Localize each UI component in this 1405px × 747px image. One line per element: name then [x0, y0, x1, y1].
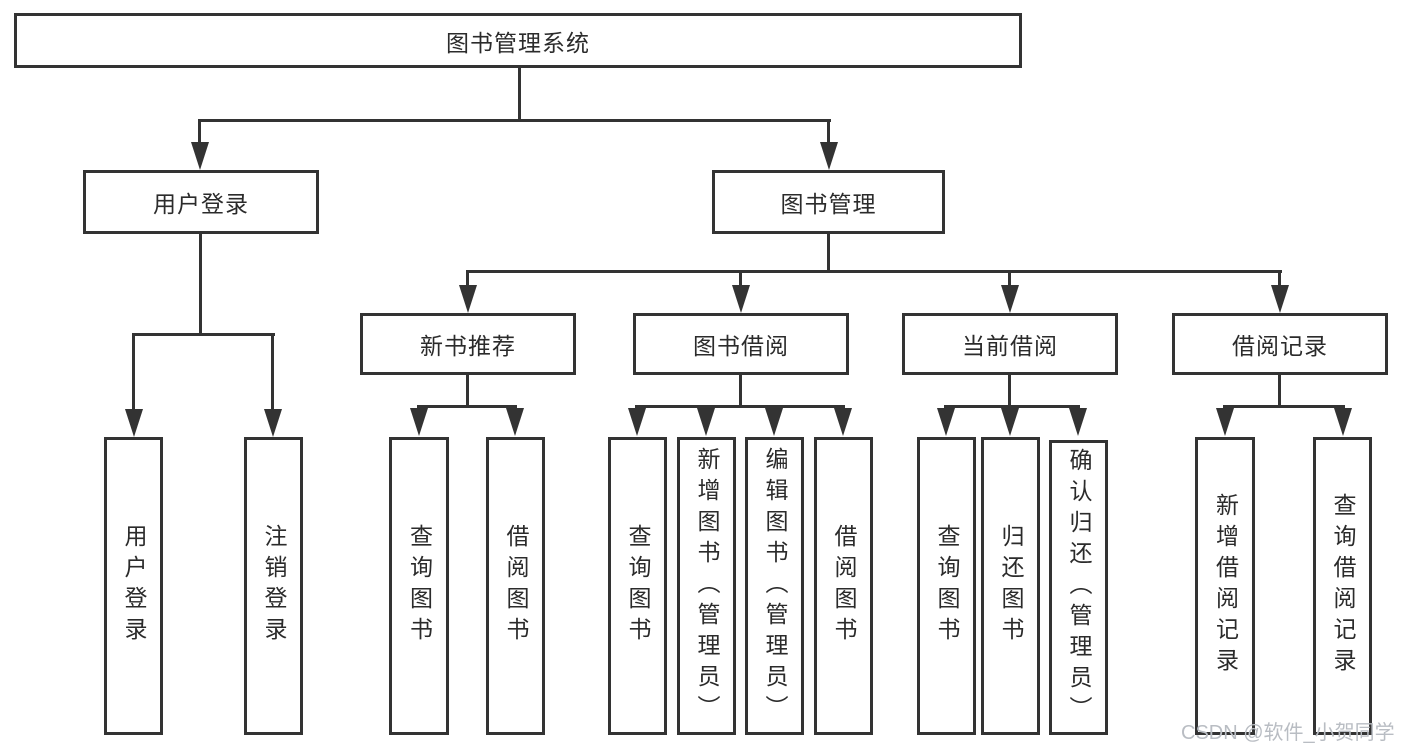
arrow-into-leaf-logout — [264, 409, 282, 437]
arrow-into-leaf-add-borrow-record — [1216, 408, 1234, 436]
connector-root-stub — [518, 68, 521, 121]
arrow-into-borrowing-records — [1271, 285, 1289, 313]
connector-book-borrowing-stub — [739, 375, 742, 408]
arrow-into-current-borrowing — [1001, 285, 1019, 313]
connector-drop-leaf-logout — [271, 333, 274, 411]
leaf-query-borrow-record: 查询借阅记录 — [1313, 437, 1372, 735]
leaf-borrow-book-borrowing: 借阅图书 — [814, 437, 873, 735]
arrow-into-leaf-confirm-return — [1069, 408, 1087, 436]
node-borrowing-records: 借阅记录 — [1172, 313, 1388, 375]
connector-new-book-hbar — [417, 405, 517, 408]
node-book-borrowing: 图书借阅 — [633, 313, 849, 375]
connector-drop-book-borrowing — [739, 270, 742, 287]
node-library-system: 图书管理系统 — [14, 13, 1022, 68]
arrow-into-leaf-query-book-current — [937, 408, 955, 436]
leaf-confirm-return-admin: 确认归还（管理员） — [1049, 440, 1108, 735]
leaf-borrow-book-recommend: 借阅图书 — [486, 437, 545, 735]
leaf-add-borrow-record: 新增借阅记录 — [1195, 437, 1255, 735]
connector-book-borrowing-hbar — [635, 405, 845, 408]
arrow-into-leaf-query-book-recommend — [410, 408, 428, 436]
arrow-into-leaf-edit-book — [765, 408, 783, 436]
connector-current-borrowing-stub — [1008, 375, 1011, 408]
arrow-into-leaf-borrow-book — [834, 408, 852, 436]
arrow-into-new-book — [459, 285, 477, 313]
leaf-logout: 注销登录 — [244, 437, 303, 735]
connector-drop-book-management — [827, 119, 830, 145]
leaf-edit-book-admin: 编辑图书（管理员） — [745, 437, 804, 735]
leaf-add-book-admin: 新增图书（管理员） — [677, 437, 736, 735]
leaf-user-login: 用户登录 — [104, 437, 163, 735]
connector-level1-hbar — [198, 119, 831, 122]
arrow-into-book-borrowing — [732, 285, 750, 313]
arrow-into-book-management — [820, 142, 838, 170]
connector-drop-leaf-user-login — [132, 333, 135, 411]
arrow-into-leaf-user-login — [125, 409, 143, 437]
node-user-login: 用户登录 — [83, 170, 319, 234]
connector-book-management-stub — [827, 234, 830, 273]
arrow-into-leaf-add-book — [697, 408, 715, 436]
node-current-borrowing: 当前借阅 — [902, 313, 1118, 375]
leaf-return-book: 归还图书 — [981, 437, 1040, 735]
arrow-into-leaf-borrow-book-recommend — [506, 408, 524, 436]
connector-level3-hbar — [466, 270, 1282, 273]
csdn-watermark: CSDN @软件_小贺同学 — [1181, 722, 1395, 744]
connector-drop-borrowing-records — [1278, 270, 1281, 287]
arrow-into-leaf-return-book — [1001, 408, 1019, 436]
connector-drop-current-borrowing — [1008, 270, 1011, 287]
node-new-book-recommendation: 新书推荐 — [360, 313, 576, 375]
connector-drop-user-login — [198, 119, 201, 145]
connector-new-book-stub — [466, 375, 469, 408]
node-book-management: 图书管理 — [712, 170, 945, 234]
arrow-into-leaf-query-book-borrowing — [628, 408, 646, 436]
connector-drop-new-book — [466, 270, 469, 287]
connector-borrowing-records-hbar — [1223, 405, 1345, 408]
connector-user-login-hbar — [132, 333, 275, 336]
arrow-into-user-login — [191, 142, 209, 170]
connector-current-borrowing-hbar — [944, 405, 1080, 408]
connector-user-login-stub — [199, 234, 202, 336]
leaf-query-book-current: 查询图书 — [917, 437, 976, 735]
arrow-into-leaf-query-borrow-record — [1334, 408, 1352, 436]
leaf-query-book-borrowing: 查询图书 — [608, 437, 667, 735]
leaf-query-book-recommend: 查询图书 — [389, 437, 449, 735]
connector-borrowing-records-stub — [1278, 375, 1281, 408]
